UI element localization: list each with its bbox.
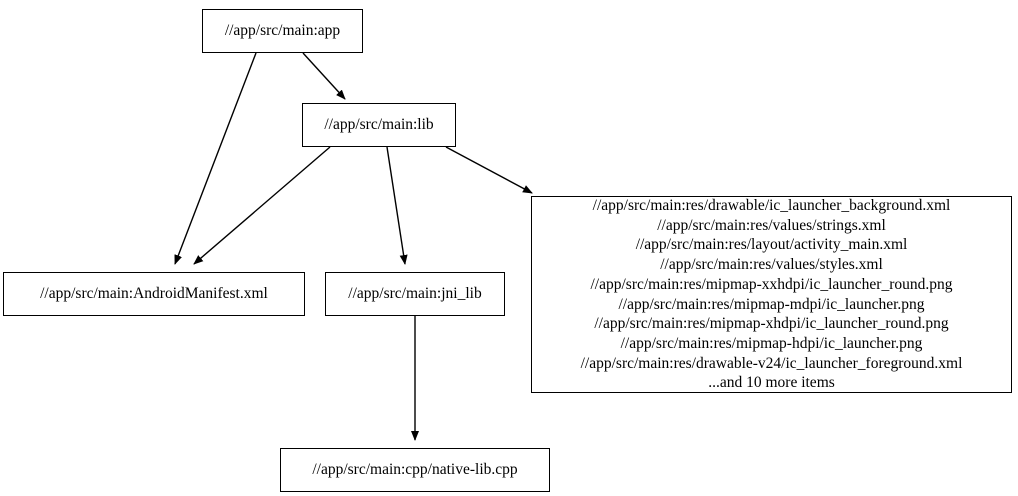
edge-lib-to-resources — [445, 146, 533, 194]
edge-lib-to-jni-lib — [386, 146, 408, 265]
graph-node-lib-label: //app/src/main:lib — [324, 116, 434, 134]
graph-node-lib[interactable]: //app/src/main:lib — [302, 103, 456, 147]
graph-node-jni-lib[interactable]: //app/src/main:jni_lib — [325, 272, 505, 316]
edge-app-to-androidmanifest — [174, 52, 257, 265]
graph-node-resources[interactable]: //app/src/main:res/drawable/ic_launcher_… — [531, 196, 1012, 393]
graph-node-androidmanifest-label: //app/src/main:AndroidManifest.xml — [40, 285, 268, 303]
graph-node-androidmanifest[interactable]: //app/src/main:AndroidManifest.xml — [3, 272, 305, 316]
graph-node-native-lib-label: //app/src/main:cpp/native-lib.cpp — [312, 461, 518, 479]
graph-node-app-label: //app/src/main:app — [224, 22, 341, 40]
graph-node-jni-lib-label: //app/src/main:jni_lib — [348, 285, 482, 303]
edge-lib-to-androidmanifest — [193, 146, 331, 265]
graph-node-resources-label: //app/src/main:res/drawable/ic_launcher_… — [580, 196, 963, 392]
graph-node-app[interactable]: //app/src/main:app — [202, 9, 363, 53]
edge-app-to-lib — [302, 52, 346, 100]
graph-node-native-lib[interactable]: //app/src/main:cpp/native-lib.cpp — [280, 448, 550, 492]
